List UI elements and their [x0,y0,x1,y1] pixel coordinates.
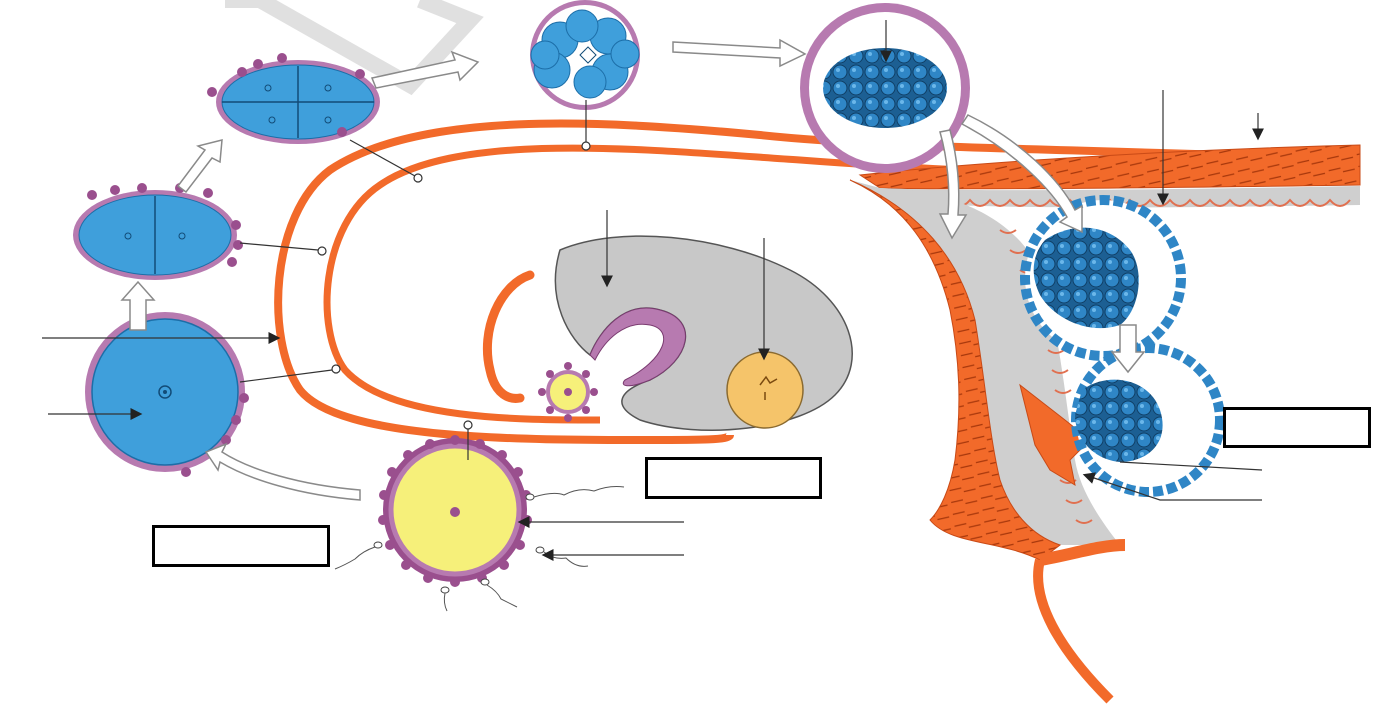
ovary [555,236,852,430]
four-cell-embryo [207,53,380,144]
fertilized-ovum [335,422,624,611]
corpus-luteum [727,352,803,428]
label-box-middle[interactable] [645,457,822,499]
two-cell-embryo [73,183,243,280]
label-box-right[interactable] [1223,407,1371,448]
implanting-blastocyst [1075,348,1220,492]
eight-cell-embryo [530,0,640,110]
ovulated-oocyte [538,362,598,422]
zygote [85,312,249,477]
early-blastocyst [1025,200,1181,356]
label-box-left[interactable] [152,525,330,567]
